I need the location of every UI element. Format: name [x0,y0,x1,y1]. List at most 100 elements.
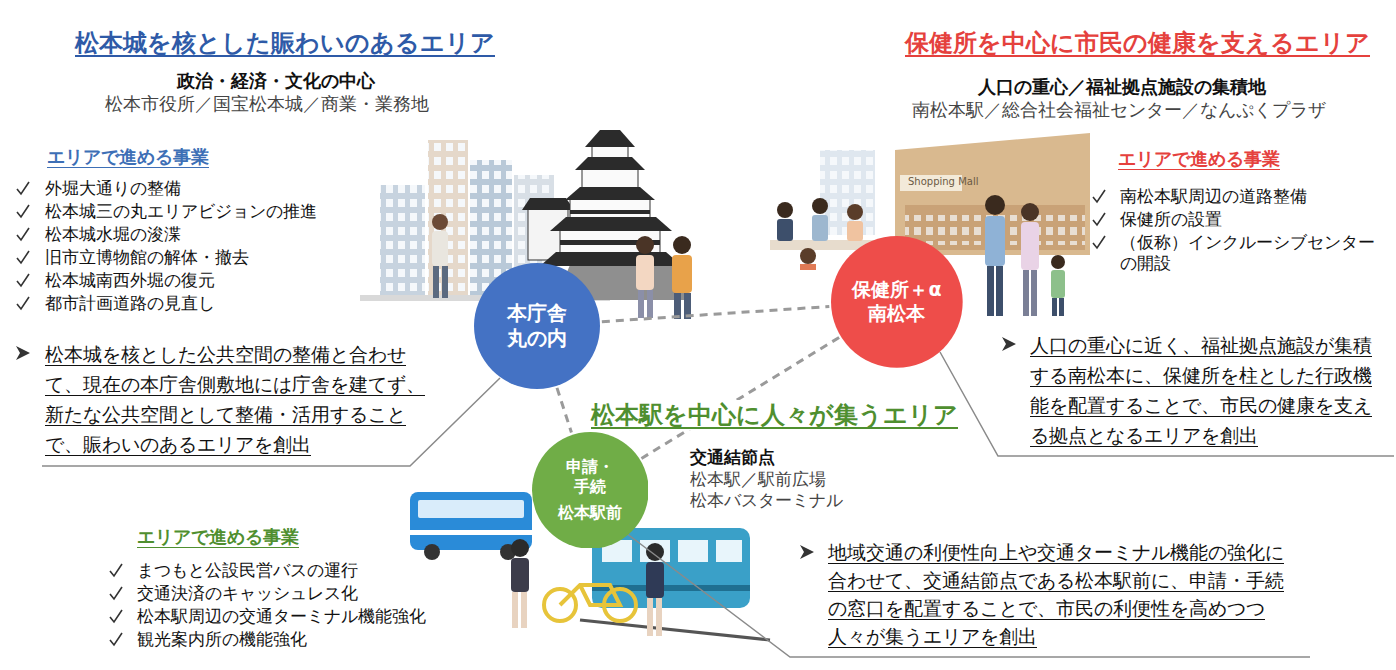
bicycle [544,585,636,621]
meeting-people-part [812,215,828,241]
circle-label: 申請・ 手続 [564,457,617,497]
family-figures-part [1031,270,1037,316]
area-circle: 保健所＋α 南松本 [831,236,963,368]
people-figures-part [647,290,653,318]
family-figures-part [987,266,994,316]
area-summary: 地域交通の利便性向上や交通ターミナル機能の強化に 合わせて、交通結節点である松本… [828,538,1295,650]
bus-part [410,492,532,550]
area-subtitle: 政治・経済・文化の中心 [177,70,375,93]
meeting-people-part [847,221,863,241]
check-mark [1093,190,1105,202]
project-item: 都市計画道路の見直し [45,293,215,314]
check-mark [17,297,29,309]
people-figures-part [433,266,439,298]
area-circle: 申請・ 手続松本駅前 [532,432,649,549]
project-item: まつもと公設民営バスの運行 [137,560,358,581]
circle-content: 本庁舎 丸の内 [474,263,600,389]
area-facilities: 松本駅／駅前広場 松本バスターミナル [690,469,853,512]
bicycle-part [560,585,620,605]
people-figures-part [674,293,681,319]
family-figures-part [985,216,1005,266]
section-heading: エリアで進める事業 [137,526,299,549]
area-title: 松本駅を中心に人々が集うエリア [588,400,961,430]
walking-students-part [511,558,529,592]
castle-part [540,252,682,266]
area-summary: 人口の重心に近く、福祉拠点施設が集積 する南松本に、保健所を柱とした行政機 能を… [1030,330,1383,450]
section-heading: エリアで進める事業 [1118,148,1280,171]
area-title: 松本城を核とした賑わいのあるエリア [75,28,495,58]
circle-content: 保健所＋α 南松本 [831,236,963,368]
city-buildings-part [380,185,425,300]
castle-part [585,130,635,147]
city-buildings-part [380,185,425,300]
circle-label: 松本駅前 [555,503,625,523]
family-figures-part [1051,255,1065,269]
people-figures-part [638,290,644,318]
project-item: 松本城南西外堀の復元 [45,270,215,291]
welfare-buildings-part [820,150,875,235]
family-figures-part [1023,270,1029,316]
area-title: 保健所を中心に市民の健康を支えるエリア [905,28,1370,58]
family-figures-part [1051,270,1065,298]
city-buildings-part [428,140,468,300]
family-figures-part [1052,298,1057,316]
leader-lines-part [622,530,1310,657]
circle-label: 保健所＋α 南松本 [846,278,949,326]
city-buildings-part [428,140,468,300]
bus [410,492,532,560]
circle-content: 申請・ 手続松本駅前 [532,432,649,549]
check-mark [1093,213,1105,225]
area-facilities: 松本市役所／国宝松本城／商業・業務地 [105,93,429,116]
welfare-buildings [820,133,1090,255]
dashed-connector [641,337,839,458]
bus-part [418,500,524,518]
sign-text: Shopping Mall [908,176,978,189]
castle-part [570,210,650,214]
family-figures-part [1021,222,1039,270]
people-figures-part [636,236,654,254]
walking-students-part [512,592,518,628]
area-subtitle: 人口の重心／福祉拠点施設の集積地 [978,76,1266,99]
circle-fill [831,236,963,368]
train-part [716,540,742,562]
walking-students-part [647,598,653,636]
train-part [640,540,670,562]
dashed-connector [602,307,829,322]
castle-part [550,217,672,231]
bus-part [410,530,532,535]
area-summary: 松本城を核とした公共空間の整備と合わせ て、現在の本庁舎側敷地には庁舎を建てず、… [45,339,436,459]
project-item: 松本城水堀の浚渫 [45,224,181,245]
bus-part [424,544,440,560]
walking-students-part [656,598,662,636]
project-item: 松本城三の丸エリアビジョンの推進 [45,201,317,222]
castle-part [565,187,655,200]
project-item: 松本駅周辺の交通ターミナル機能強化 [137,606,426,627]
check-mark [17,228,29,240]
check-mark [110,633,122,645]
family-figures-part [985,195,1005,215]
area-circle: 本庁舎 丸の内 [474,263,600,389]
project-item: 交通決済のキャッシュレス化 [137,583,358,604]
check-mark [17,205,29,217]
family-figures-part [1021,203,1039,221]
project-item: 南松本駅周辺の道路整備 [1120,186,1307,207]
meeting-people-part [800,248,816,264]
meeting-people-part [800,264,816,270]
meeting-people-part [777,219,793,241]
family-figures [985,195,1065,316]
walking-students-part [646,543,664,561]
train-part [678,540,708,562]
check-mark [110,564,122,576]
people-figures-part [442,266,448,298]
circle-label: 本庁舎 丸の内 [503,301,571,351]
check-mark [17,251,29,263]
castle-part [575,157,645,170]
family-figures-part [996,266,1003,316]
dashed-connector [557,388,571,433]
welfare-buildings-part [820,150,875,235]
meeting-people-part [812,198,828,214]
train-part [580,620,770,640]
section-heading: エリアで進める事業 [47,146,209,169]
project-item: 旧市立博物館の解体・撤去 [45,247,249,268]
